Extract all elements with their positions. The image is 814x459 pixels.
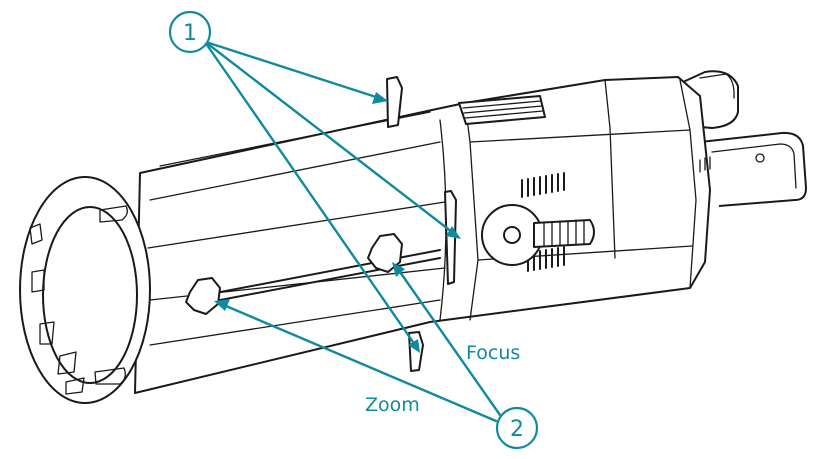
side-vents [521,156,711,272]
front-ring [19,176,151,404]
tilt-knob [481,204,595,266]
top-vent [458,95,546,125]
zoom-label: Zoom [365,394,420,416]
arrowhead-icon [392,262,405,277]
leader-two-to-focus-knob [398,270,502,417]
callout-number-one: 1 [183,21,197,46]
arrowhead-icon [372,92,388,104]
arrowhead-icon [214,299,230,311]
arrowhead-icon [408,339,420,353]
callout-number-two: 2 [510,417,524,442]
callout-leaders [205,41,502,423]
callout-marker-two: 2 [495,406,539,450]
leader-one-to-top-shutter [207,41,378,99]
leader-one-to-bottom-shutter [205,43,415,344]
zoom-focus-rod [185,233,441,315]
leader-one-to-side-shutter [206,42,454,234]
fixture-drawing [19,70,807,404]
callout-marker-one: 1 [168,10,212,54]
focus-label: Focus [466,342,520,364]
arrowhead-icon [446,226,461,239]
leader-two-to-zoom-knob [224,304,498,423]
